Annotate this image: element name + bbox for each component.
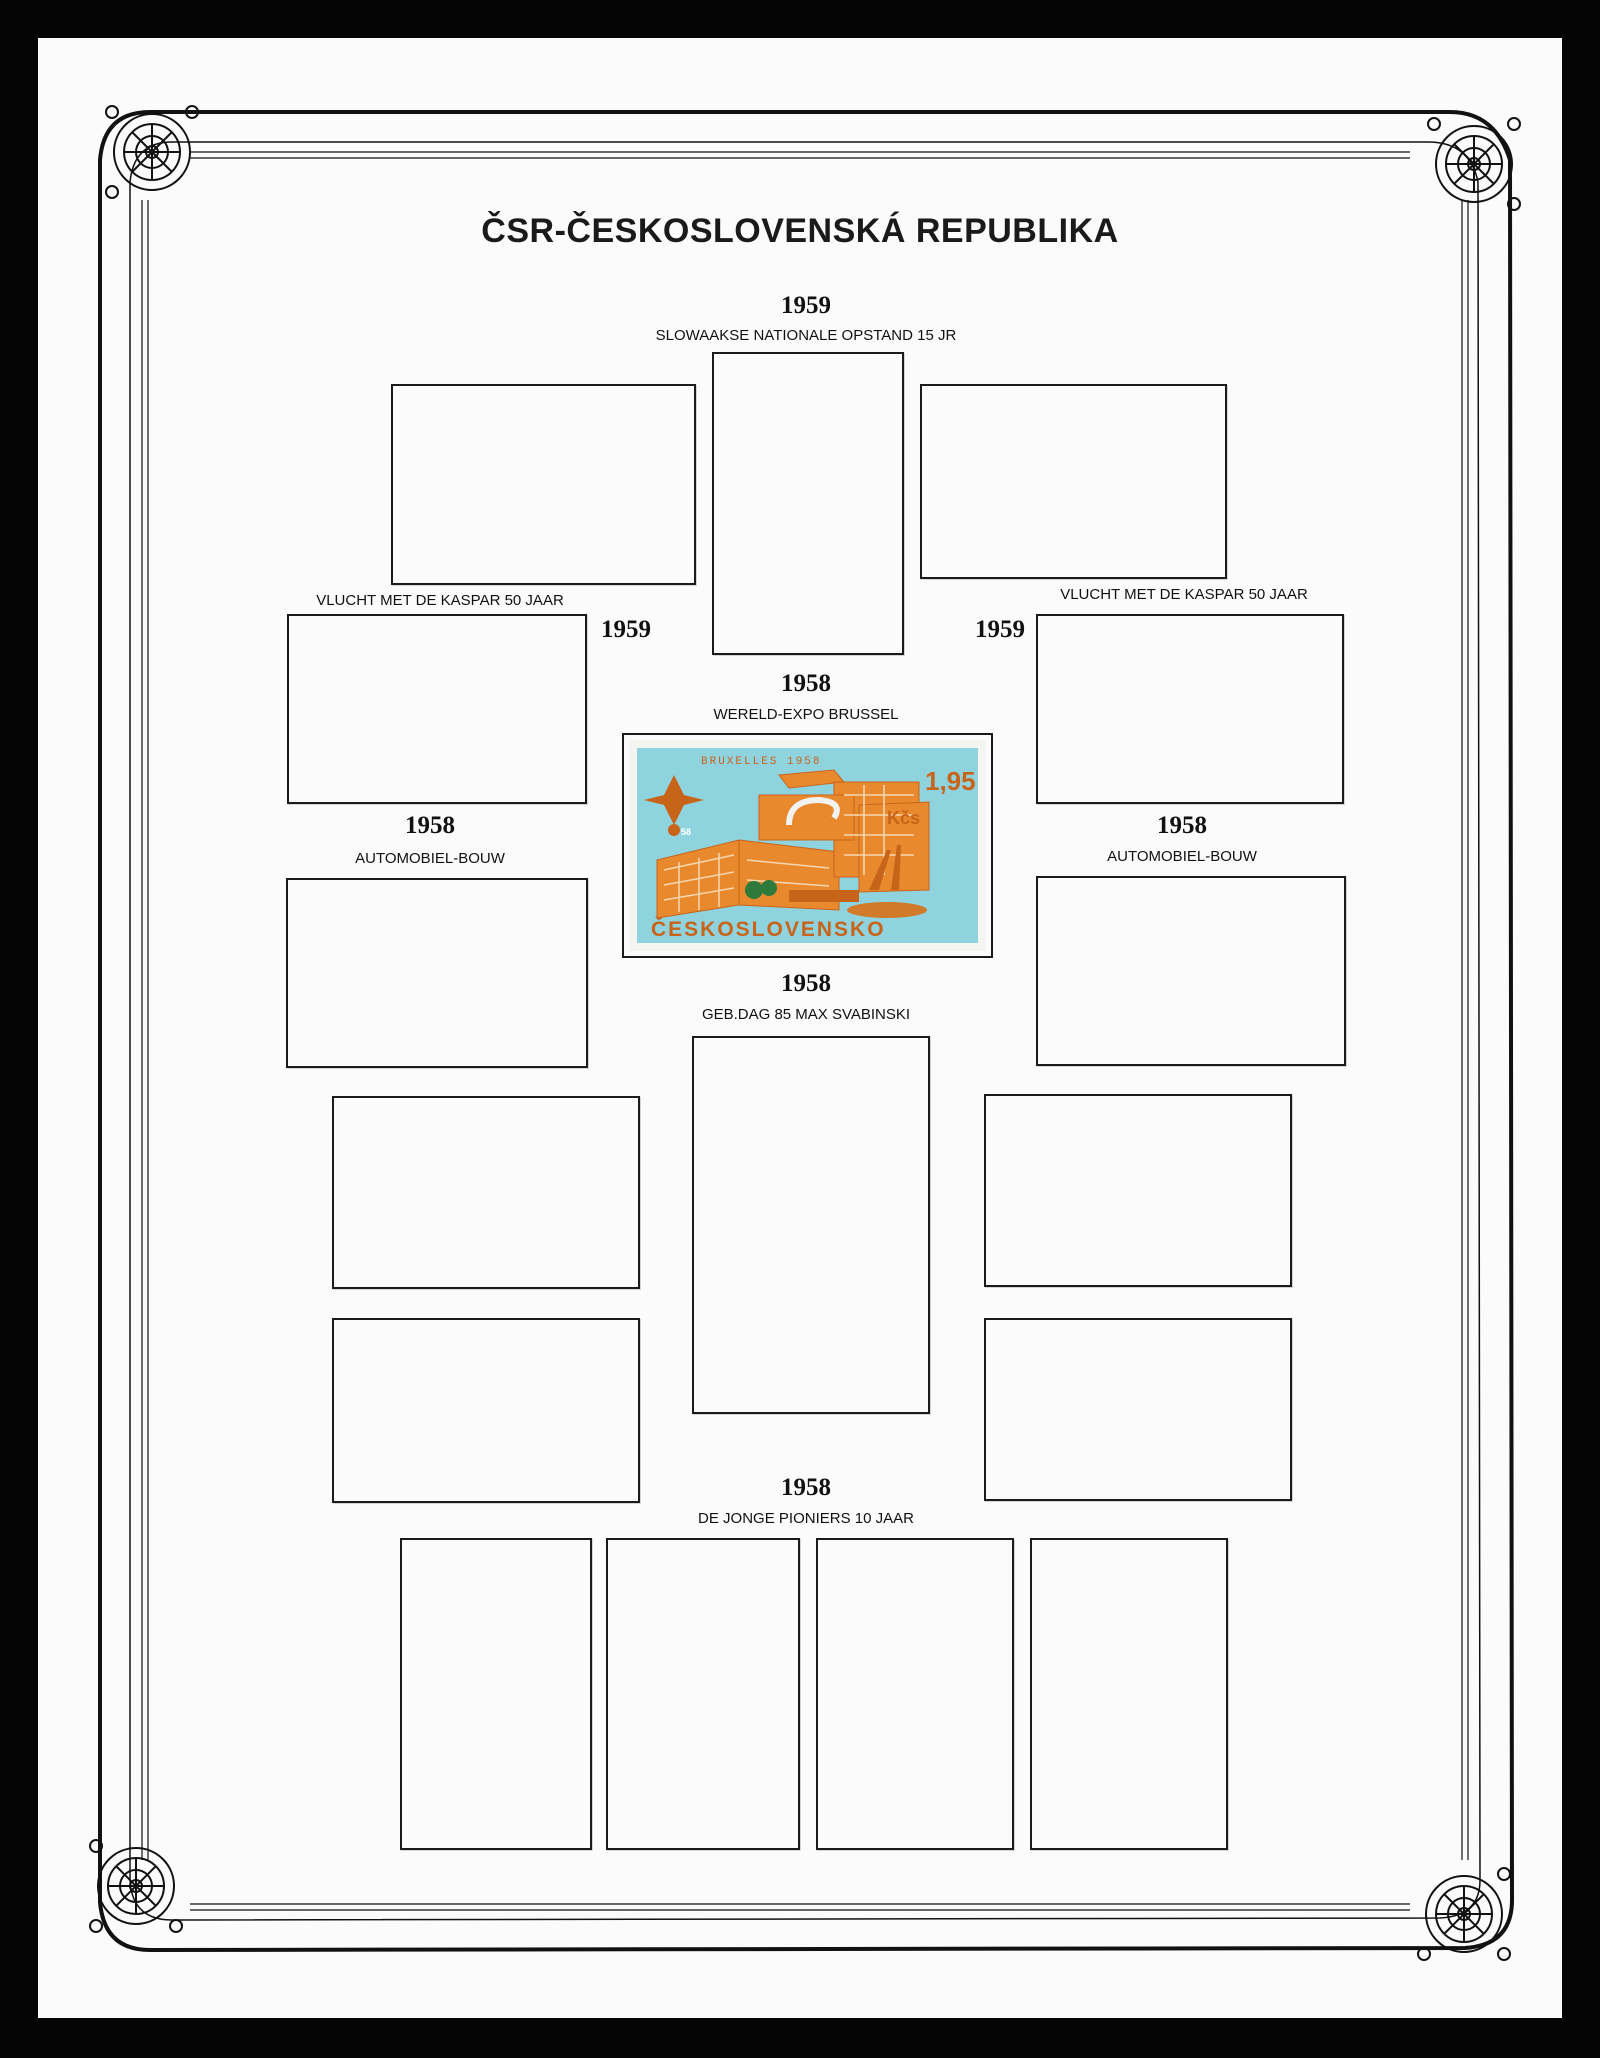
stamp-image: BRUXELLES 1958 58 Kčs 1,95 ČESKOSLOVENSK… (629, 740, 986, 951)
stamp-slot (287, 614, 587, 804)
stamp-value: 1,95 (925, 766, 976, 796)
year-label: 1959 (975, 616, 1025, 643)
section-caption: GEB.DAG 85 MAX SVABINSKI (701, 1006, 911, 1023)
stamp-slot (332, 1096, 640, 1289)
page-title: ČSR-ČESKOSLOVENSKÁ REPUBLIKA (481, 212, 1119, 250)
section-caption: AUTOMOBIEL-BOUW (355, 850, 505, 867)
stamp-slot (286, 878, 588, 1068)
year-label: 1958 (1157, 812, 1207, 839)
stamp-slot (1030, 1538, 1228, 1850)
section-caption: SLOWAAKSE NATIONALE OPSTAND 15 JR (655, 327, 957, 344)
stamp-slot (391, 384, 696, 585)
section-caption: WERELD-EXPO BRUSSEL (713, 706, 899, 723)
year-label: 1958 (405, 812, 455, 839)
stamp-slot (712, 352, 904, 655)
stamp-expo-mark: 58 (681, 827, 691, 837)
stamp-header: BRUXELLES 1958 (701, 756, 821, 768)
section-caption: VLUCHT MET DE KASPAR 50 JAAR (1060, 586, 1308, 603)
year-label: 1958 (781, 970, 831, 997)
stamp-country: ČESKOSLOVENSKO (651, 917, 886, 941)
stamp-slot (692, 1036, 930, 1414)
section-caption: DE JONGE PIONIERS 10 JAAR (698, 1510, 914, 1527)
year-label: 1959 (601, 616, 651, 643)
year-label: 1958 (781, 1474, 831, 1501)
stamp-slot (984, 1318, 1292, 1501)
stamp-slot (1036, 876, 1346, 1066)
stamp-expo-brussel: BRUXELLES 1958 58 Kčs 1,95 ČESKOSLOVENSK… (622, 733, 993, 958)
stamp-slot (332, 1318, 640, 1503)
stamp-slot (984, 1094, 1292, 1287)
stamp-slot (920, 384, 1227, 579)
stamp-slot (400, 1538, 592, 1850)
stamp-currency: Kčs (887, 808, 920, 828)
stamp-slot (606, 1538, 800, 1850)
stamp-slot (816, 1538, 1014, 1850)
expo-star-icon (644, 775, 704, 825)
section-caption: VLUCHT MET DE KASPAR 50 JAAR (316, 592, 564, 609)
section-caption: AUTOMOBIEL-BOUW (1107, 848, 1257, 865)
stamp-slot (1036, 614, 1344, 804)
year-label: 1959 (781, 292, 831, 319)
year-label: 1958 (781, 670, 831, 697)
